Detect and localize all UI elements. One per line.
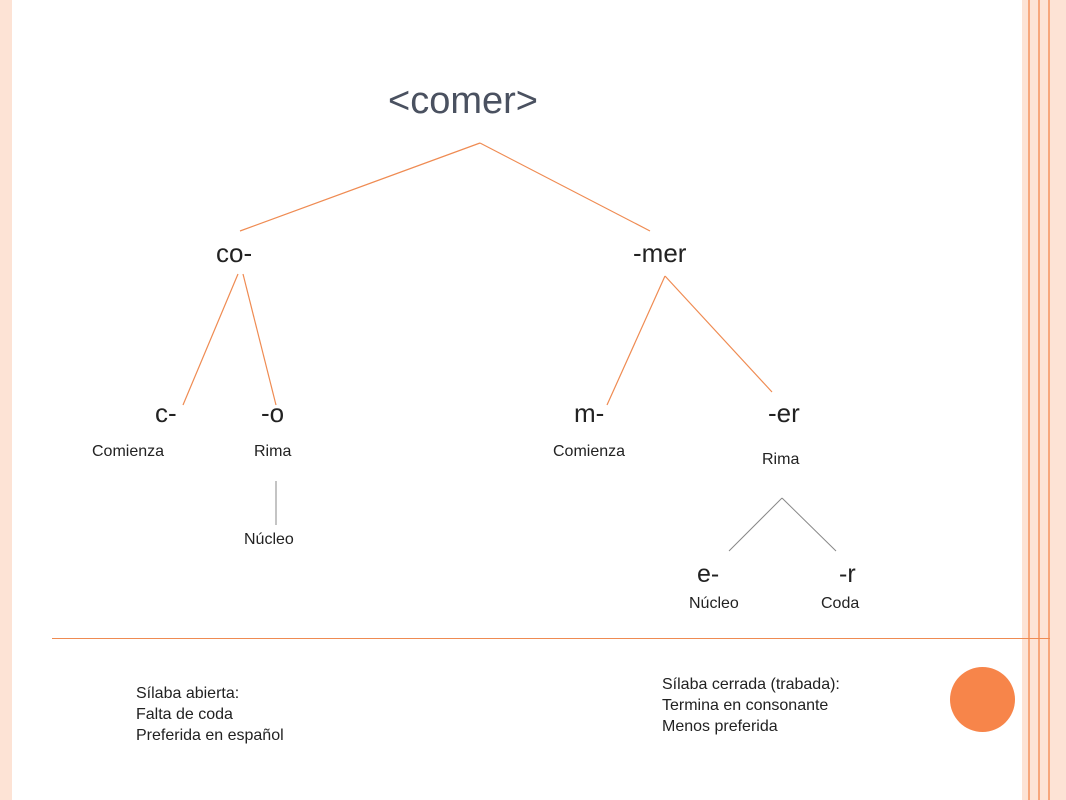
branch-root-co: [239, 142, 481, 232]
segment-m: m-: [574, 398, 605, 428]
right-border-line: [1048, 0, 1050, 800]
label-coda-r: Coda: [821, 595, 860, 612]
note-open-line: Falta de coda: [136, 706, 233, 723]
segment-e: e-: [697, 560, 720, 588]
segment-er: -er: [768, 398, 800, 428]
diagram-title: <comer>: [388, 80, 538, 122]
label-comienza-m: Comienza: [553, 443, 626, 460]
note-open-line: Preferida en español: [136, 727, 284, 744]
branch-co-o: [242, 273, 277, 406]
label-comienza-c: Comienza: [92, 443, 165, 460]
note-open-line: Sílaba abierta:: [136, 685, 240, 702]
label-nucleo-e: Núcleo: [689, 595, 739, 612]
branch-er-e: [728, 497, 783, 552]
label-rima-o: Rima: [254, 443, 292, 460]
right-border-decoration: [1022, 0, 1066, 800]
note-open-syllable: Sílaba abierta: Falta de coda Preferida …: [136, 683, 284, 746]
note-closed-line: Termina en consonante: [662, 697, 829, 714]
note-closed-line: Sílaba cerrada (trabada):: [662, 676, 840, 693]
left-border-decoration: [0, 0, 12, 800]
horizontal-divider: [52, 638, 1050, 639]
segment-o: -o: [261, 398, 285, 428]
segment-c: c-: [155, 398, 177, 428]
syllable-co: co-: [216, 238, 253, 268]
branch-root-mer: [479, 142, 651, 232]
segment-r: -r: [839, 560, 856, 588]
branch-mer-m: [606, 275, 666, 406]
branch-co-c: [182, 273, 239, 406]
label-rima-er: Rima: [762, 451, 800, 468]
note-closed-line: Menos preferida: [662, 718, 778, 735]
note-closed-syllable: Sílaba cerrada (trabada): Termina en con…: [662, 674, 840, 737]
right-border-line: [1028, 0, 1030, 800]
right-border-line: [1038, 0, 1040, 800]
branch-er-r: [781, 497, 837, 552]
branch-mer-er: [664, 275, 773, 393]
accent-circle: [950, 667, 1015, 732]
label-nucleo-o: Núcleo: [244, 531, 294, 548]
syllable-mer: -mer: [633, 238, 687, 268]
